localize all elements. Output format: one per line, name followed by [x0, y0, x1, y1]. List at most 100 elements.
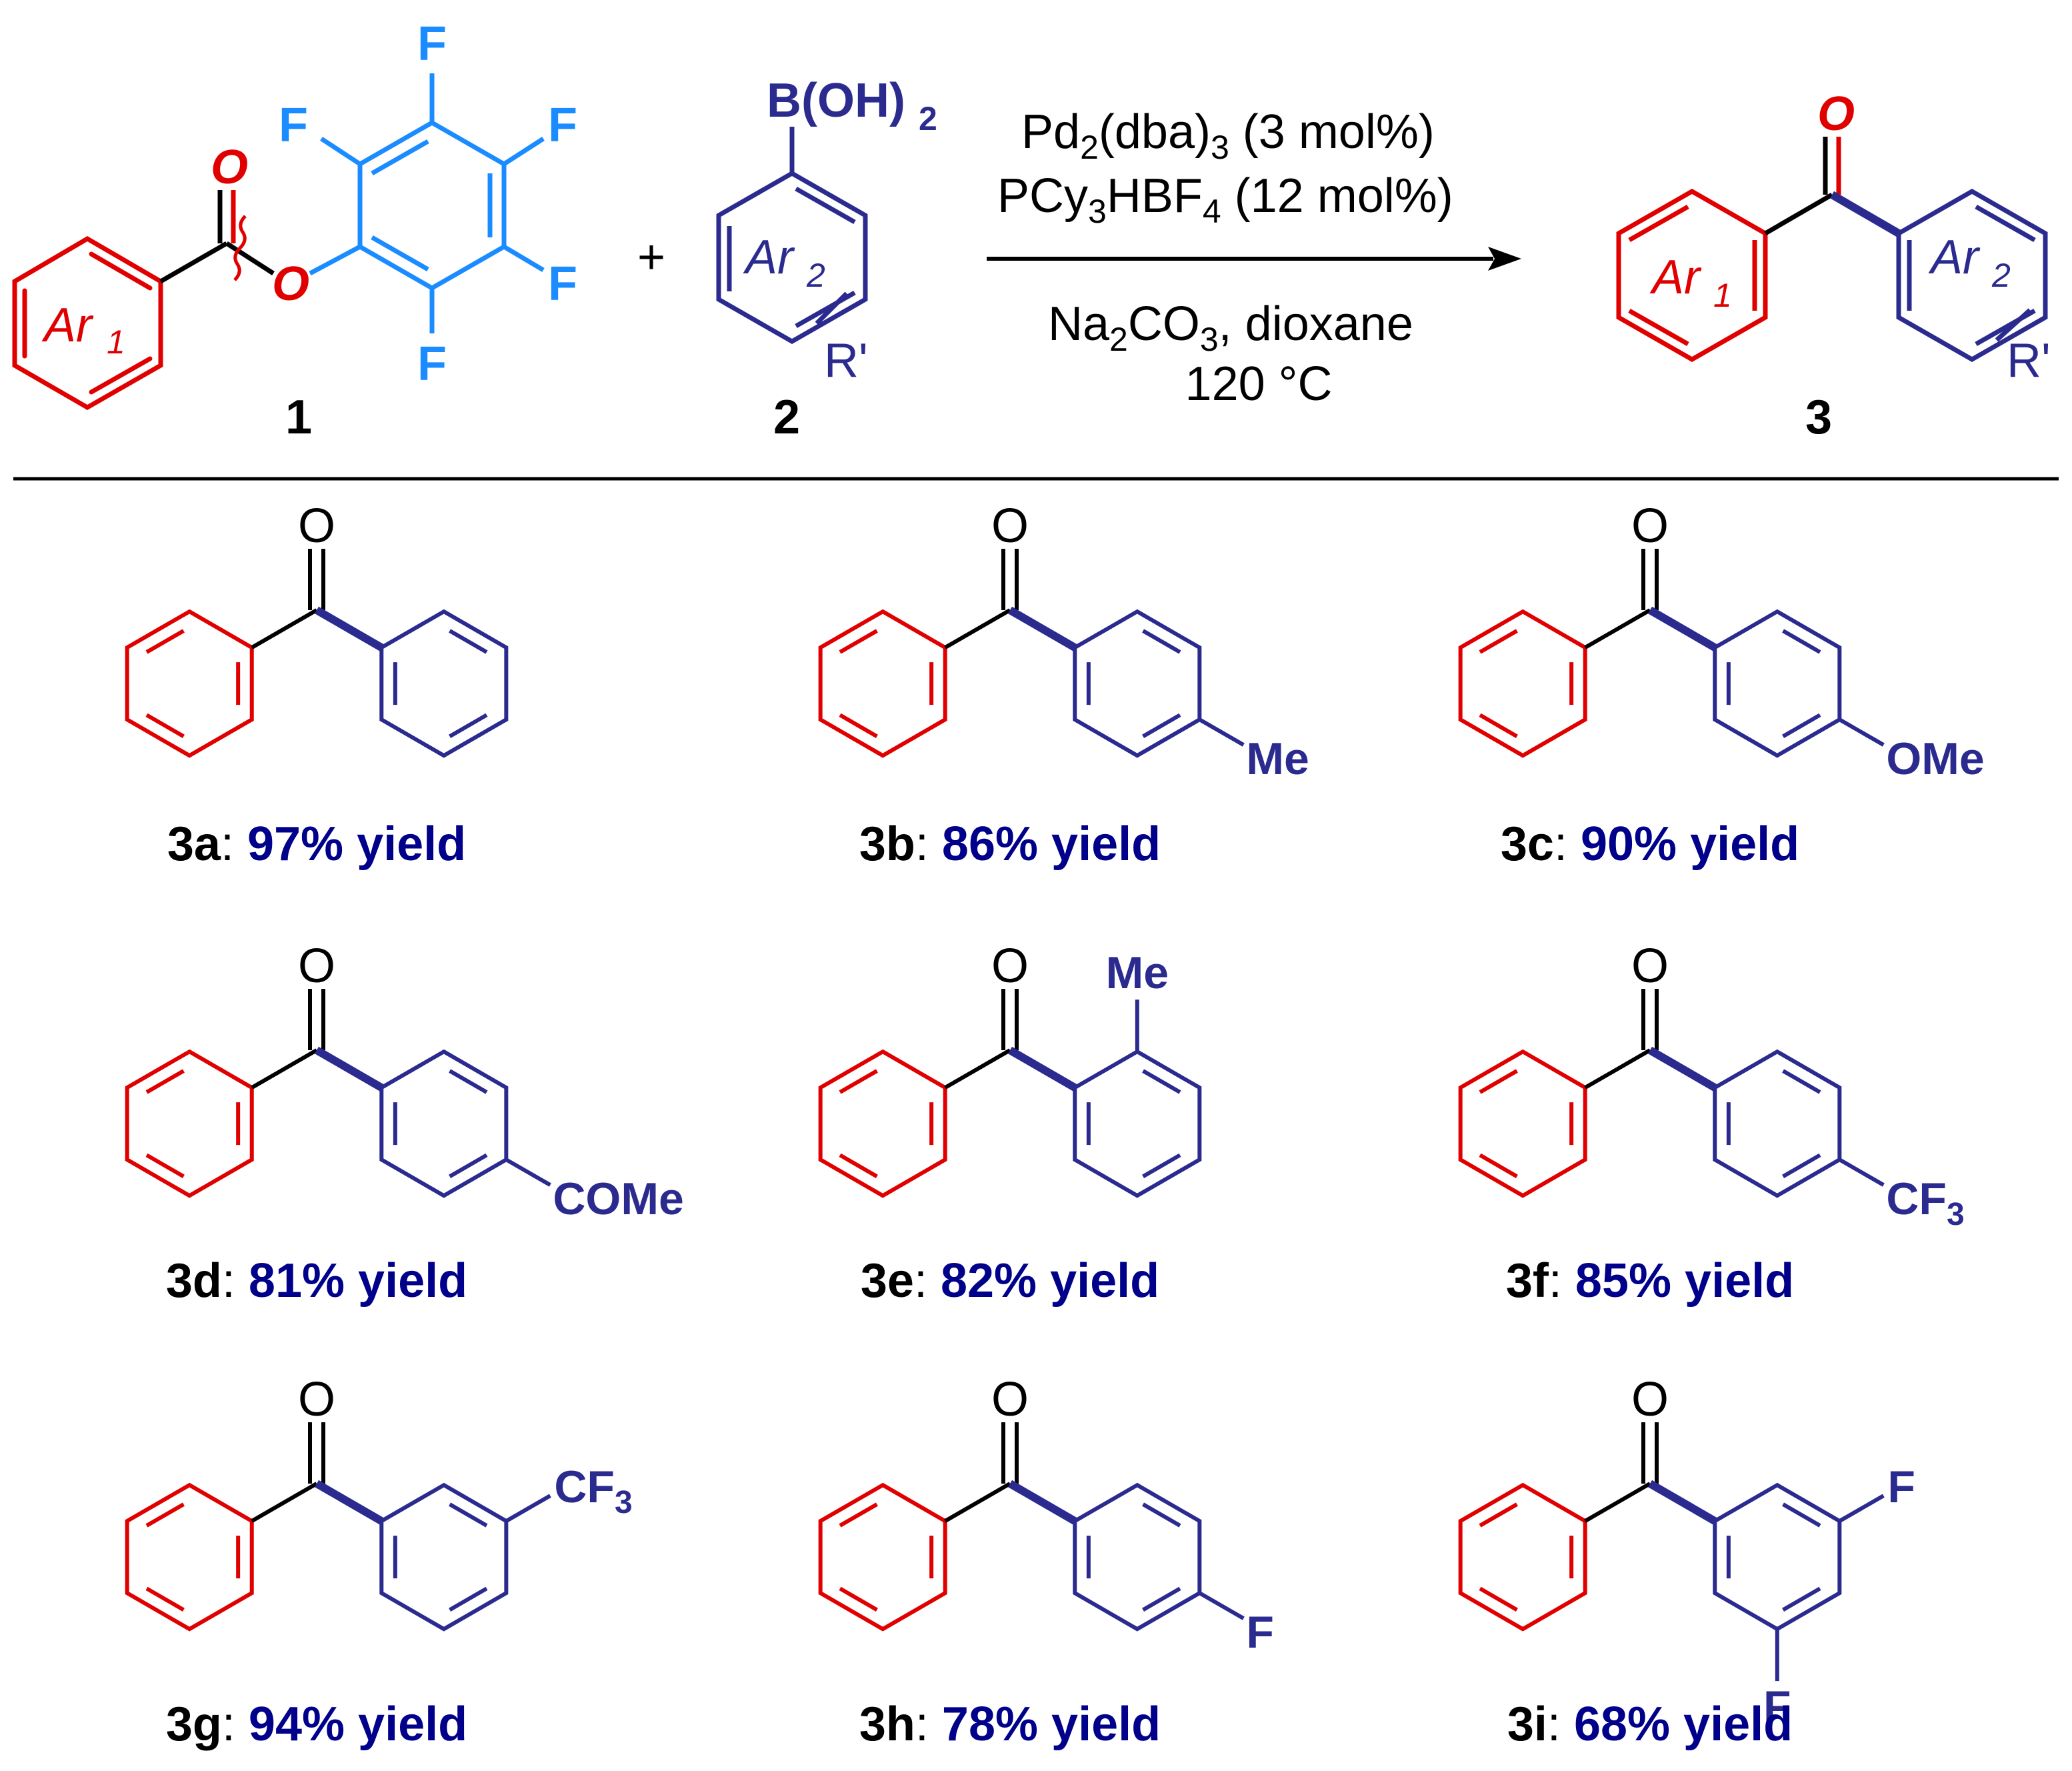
bond-cleavage-wavy-icon: [233, 215, 247, 281]
bond-carbonyl-ar2: [314, 1046, 384, 1092]
r1-c-o-bond: [225, 241, 275, 275]
reactant-2-substituent: R': [824, 334, 868, 387]
carbonyl-o: O: [298, 499, 335, 553]
substituent-bond: [505, 1158, 551, 1187]
yield-label: 3e: 82% yield: [861, 1254, 1159, 1308]
substituent-para: COMe: [553, 1174, 683, 1224]
svg-text:Ar: Ar: [1649, 251, 1702, 304]
ring-ar2: [1713, 1482, 1842, 1632]
substituent-bond: [1838, 717, 1885, 747]
svg-text:Ar: Ar: [1928, 231, 1981, 284]
substituent-para: F: [1246, 1607, 1274, 1658]
product-3-ar2-label: Ar 2: [1928, 231, 2011, 294]
ring-ar1: [818, 609, 947, 758]
svg-text:Na2CO3, dioxane: Na2CO3, dioxane: [1048, 297, 1413, 358]
svg-text:B(OH): B(OH): [767, 74, 905, 127]
substituent-bond: [1198, 1591, 1245, 1620]
bond-ar1-carbonyl: [251, 1048, 318, 1090]
ar2-label: Ar 2: [743, 231, 825, 294]
ring-ar2: [1073, 609, 1202, 758]
yield-label: 3g: 94% yield: [166, 1698, 467, 1751]
product-3f: O CF3 3f: 85% yield: [1458, 940, 1965, 1308]
boronic-acid-label: B(OH) 2: [767, 74, 937, 137]
yield-label: 3i: 68% yield: [1507, 1698, 1793, 1751]
bond-carbonyl-ar2: [1647, 1046, 1717, 1092]
r1-ester-o: O: [272, 257, 309, 311]
substituent-para: CF3: [1886, 1174, 1964, 1232]
p3-bond-ar1-carbonyl: [1764, 192, 1833, 236]
substituent-f-top: F: [1887, 1462, 1915, 1512]
carbonyl-o: O: [1631, 1373, 1669, 1426]
bond-carbonyl-ar2: [1648, 1480, 1717, 1525]
svg-text:2: 2: [1991, 257, 2011, 294]
yield-label: 3b: 86% yield: [859, 817, 1161, 871]
product-3-ar1-ring: [1616, 188, 1768, 363]
ring-ar1: [125, 609, 254, 758]
yield-label: 3a: 97% yield: [167, 817, 466, 871]
svg-text:F: F: [548, 99, 577, 152]
bond-carbonyl-ar2: [315, 1480, 384, 1525]
bond-ar1-carbonyl: [1584, 1482, 1651, 1523]
product-3-ar1-label: Ar 1: [1649, 251, 1732, 314]
bond-carbonyl-ar2: [315, 606, 384, 651]
svg-text:F: F: [279, 99, 308, 152]
reactant-1-number: 1: [285, 391, 312, 444]
bond-ar1-carbonyl: [944, 1048, 1011, 1090]
ring-ar1: [1458, 609, 1587, 758]
yield-label: 3f: 85% yield: [1506, 1254, 1794, 1308]
r1-o-pfp-bond: [309, 244, 361, 276]
svg-text:F: F: [417, 17, 447, 71]
bond-ar1-carbonyl: [944, 1482, 1011, 1523]
ring-ar1: [125, 1049, 254, 1198]
substituent-bond: [505, 1494, 551, 1523]
substituent-bond: [1838, 1494, 1885, 1523]
svg-text:PCy3HBF4 (12 mol%): PCy3HBF4 (12 mol%): [997, 169, 1453, 230]
p3-bond-carbonyl-ar2: [1829, 191, 1901, 237]
carbonyl-o: O: [1631, 940, 1669, 993]
reactant-2-number: 2: [773, 391, 800, 444]
yield-label: 3h: 78% yield: [859, 1698, 1161, 1751]
svg-text:Ar: Ar: [41, 299, 94, 352]
substituent-bond: [1838, 1158, 1885, 1187]
ring-ar2: [379, 1482, 509, 1632]
substituent-para: OMe: [1886, 733, 1984, 784]
yield-label: 3c: 90% yield: [1501, 817, 1799, 871]
bond-carbonyl-ar2: [1007, 1046, 1077, 1092]
svg-text:Pd2(dba)3 (3 mol%): Pd2(dba)3 (3 mol%): [1021, 105, 1435, 166]
ring-ar2: [379, 609, 509, 758]
svg-text:1: 1: [1713, 277, 1732, 314]
product-3a: O 3a: 97% yield: [125, 499, 509, 871]
bond-ar1-carbonyl: [1584, 608, 1651, 649]
p3-carbonyl-o: O: [1817, 87, 1855, 141]
yield-label: 3d: 81% yield: [166, 1254, 467, 1308]
bond-carbonyl-ar2: [1008, 1480, 1077, 1525]
svg-text:120 °C: 120 °C: [1185, 357, 1333, 411]
svg-text:1: 1: [107, 323, 125, 361]
conditions-above: Pd2(dba)3 (3 mol%) PCy3HBF4 (12 mol%): [997, 105, 1453, 230]
reactant-1-ar1-ring: [12, 235, 163, 411]
top-reaction: Ar 1 O O F F F F F: [12, 17, 2051, 444]
substituent-cf3: CF3: [554, 1462, 632, 1520]
plus-sign: +: [637, 231, 665, 284]
bond-ar1-carbonyl: [1584, 1048, 1651, 1090]
bond-ar1-carbonyl: [944, 608, 1011, 649]
bond-carbonyl-ar2: [1008, 606, 1077, 651]
ring-ar1: [125, 1482, 254, 1632]
carbonyl-o: O: [298, 1373, 335, 1426]
ring-ar2: [1073, 1049, 1202, 1198]
bond-ar1-carbonyl: [251, 608, 318, 649]
carbonyl-o: O: [991, 499, 1029, 553]
bond-ar1-carbonyl: [251, 1482, 318, 1523]
conditions-below: Na2CO3, dioxane 120 °C: [1048, 297, 1413, 411]
svg-text:2: 2: [919, 100, 937, 137]
product-3-ar2-ring: [1896, 188, 2048, 363]
ring-ar1: [818, 1049, 947, 1198]
pfp-ring: [320, 73, 545, 333]
